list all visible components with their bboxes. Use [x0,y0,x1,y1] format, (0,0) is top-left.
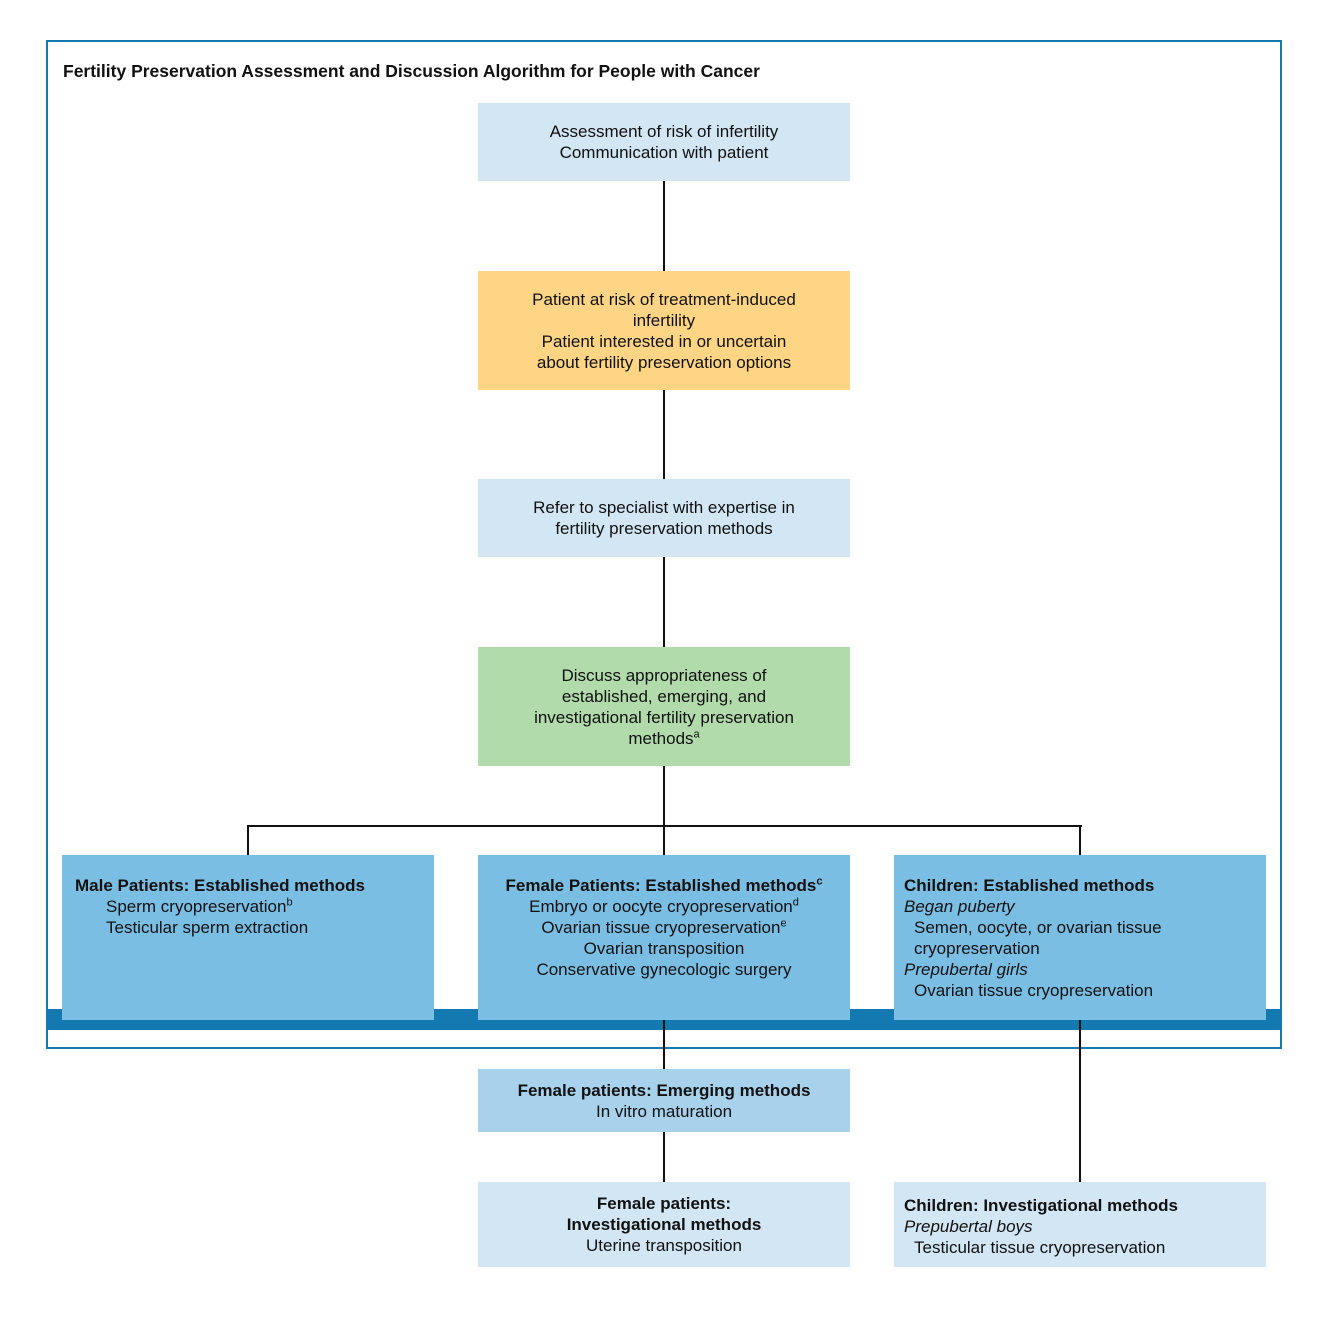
children-invest-item-1: Testicular tissue cryopreservation [914,1238,1166,1257]
at-risk-line-2: infertility [632,310,696,330]
female-item-1: Embryo or oocyte cryopreservation [529,897,793,916]
connector-discuss-branch [663,766,665,856]
connector-refer-discuss [663,557,665,647]
at-risk-line-3: Patient interested in or uncertain [541,331,787,351]
children-heading: Children: Established methods [904,876,1155,895]
children-item-1a: Semen, oocyte, or ovarian tissue [914,918,1162,937]
connector-female-emerging [663,1020,665,1069]
node-refer-specialist: Refer to specialist with expertise in fe… [478,479,850,557]
female-item-3: Ovarian transposition [583,939,745,958]
female-invest-item-1: Uterine transposition [586,1236,742,1255]
connector-emerging-invest [663,1132,665,1182]
children-sub-began-puberty: Began puberty [904,897,1015,916]
children-sub-prepubertal-girls: Prepubertal girls [904,960,1028,979]
assessment-line-2: Communication with patient [559,143,769,162]
node-assessment: Assessment of risk of infertility Commun… [478,103,850,181]
connector-children-invest [1079,1020,1081,1182]
discuss-line-1: Discuss appropriateness of [561,665,767,685]
at-risk-line-4: about fertility preservation options [536,352,792,372]
discuss-line-2: established, emerging, and [561,686,767,706]
female-emerging-item-1: In vitro maturation [595,1101,733,1121]
female-item-4: Conservative gynecologic surgery [536,960,792,979]
connector-branch-children [1079,825,1081,856]
node-female-emerging: Female patients: Emerging methods In vit… [478,1069,850,1132]
male-heading: Male Patients: Established methods [75,876,366,895]
node-female-established: Female Patients: Established methodsc Em… [478,855,850,1020]
node-children-established: Children: Established methods Began pube… [894,855,1266,1020]
refer-line-2: fertility preservation methods [555,519,773,538]
node-children-investigational: Children: Investigational methods Prepub… [894,1182,1266,1267]
node-male-established: Male Patients: Established methods Sperm… [62,855,434,1020]
footnote-b: b [286,896,293,909]
node-female-investigational: Female patients: Investigational methods… [478,1182,850,1267]
discuss-line-3: investigational fertility preservation [534,707,794,727]
children-item-1b: cryopreservation [914,939,1040,958]
male-item-1: Sperm cryopreservation [106,897,287,916]
footnote-c: c [816,875,823,888]
node-discuss-methods: Discuss appropriateness of established, … [478,647,850,766]
female-invest-heading-1: Female patients: [596,1194,732,1213]
at-risk-line-1: Patient at risk of treatment-induced [532,289,796,309]
footnote-d: d [792,896,799,909]
discuss-line-4: methods [628,728,694,748]
node-patient-at-risk: Patient at risk of treatment-induced inf… [478,271,850,390]
female-emerging-heading: Female patients: Emerging methods [517,1080,811,1100]
children-invest-sub-prepubertal-boys: Prepubertal boys [904,1217,1033,1236]
connector-branch-male [247,825,249,856]
assessment-line-1: Assessment of risk of infertility [549,122,779,141]
female-heading: Female Patients: Established methods [505,876,817,895]
female-item-2: Ovarian tissue cryopreservation [541,918,781,937]
female-invest-heading-2: Investigational methods [566,1215,762,1234]
footnote-a: a [693,727,700,740]
children-invest-heading: Children: Investigational methods [904,1196,1178,1215]
children-item-2: Ovarian tissue cryopreservation [914,981,1154,1000]
connector-branch-horizontal [247,825,1082,827]
connector-risk-refer [663,390,665,479]
connector-assessment-risk [663,181,665,271]
male-item-2: Testicular sperm extraction [106,918,309,937]
refer-line-1: Refer to specialist with expertise in [533,498,795,517]
diagram-title: Fertility Preservation Assessment and Di… [63,61,760,81]
footnote-e: e [780,917,787,930]
